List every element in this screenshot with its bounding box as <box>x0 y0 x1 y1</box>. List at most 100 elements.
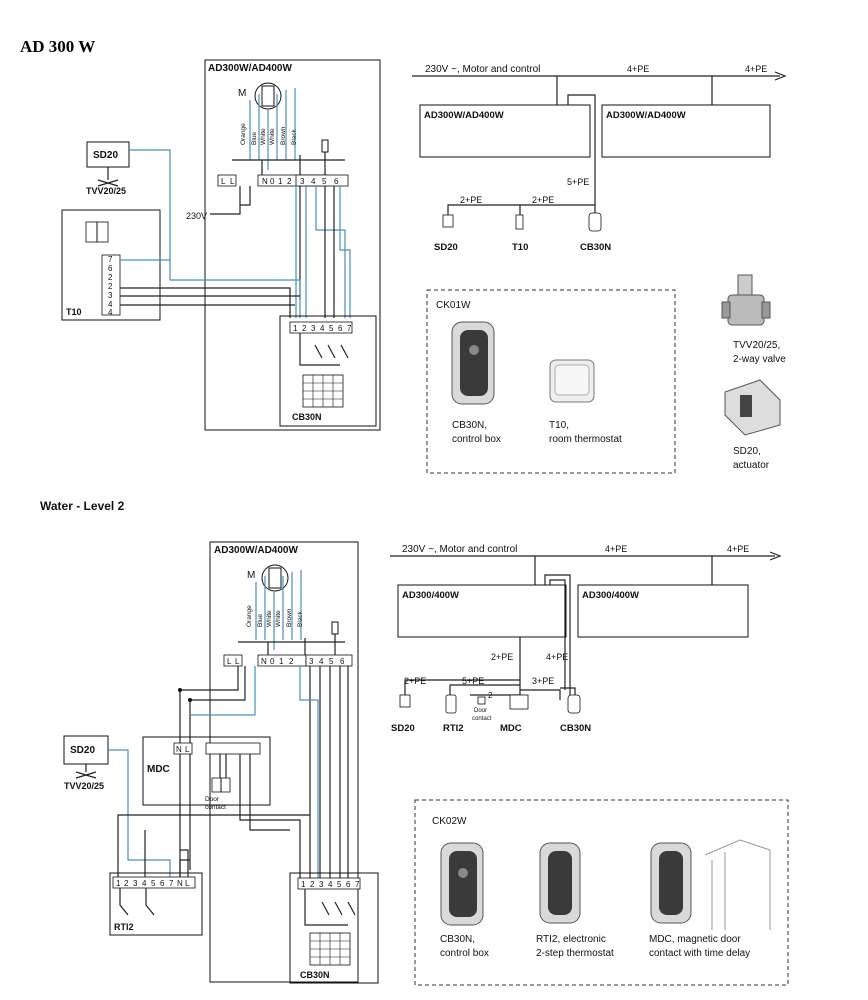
terminal-label: 4 <box>108 308 113 317</box>
level1-tvv-label: TVV20/25 <box>86 186 126 196</box>
kit-item-text: CB30N, <box>440 934 475 945</box>
wiring-sd20-label: SD20 <box>434 242 458 253</box>
wiring-sd20-icon <box>442 214 454 228</box>
wiring-unit-2-label: AD300/400W <box>582 590 639 601</box>
wiring-t10-icon <box>515 214 524 230</box>
terminal-label: 3 <box>311 324 316 333</box>
terminal-label: 1 <box>116 879 121 888</box>
wiring-mdc-icon <box>509 694 529 710</box>
terminal-label: 4 <box>319 657 324 666</box>
terminal-label: 4 <box>311 177 316 186</box>
wiring-link-label: 2+PE <box>532 195 554 205</box>
rti2-device-icon <box>539 842 581 924</box>
page-title: AD 300 W <box>20 37 95 56</box>
wiring-supply-label: 230V ~, Motor and control <box>402 544 517 555</box>
level2-cb30n-label: CB30N <box>300 970 330 980</box>
level2-mdc-label: MDC <box>147 764 170 775</box>
terminal-label: N <box>176 745 182 754</box>
wiring-link-label: 2 <box>488 691 493 700</box>
level1-cb30n-terminals: 1 2 3 4 5 6 7 <box>289 321 353 334</box>
terminal-label: 5 <box>322 177 327 186</box>
mdc-device-icon <box>650 842 692 924</box>
kit-name: CK01W <box>436 300 471 311</box>
terminal-label: L <box>221 177 226 186</box>
terminal-label: 1 <box>278 177 283 186</box>
wire-color-label: Orange <box>246 605 253 627</box>
level2-unit-box-label: AD300W/AD400W <box>214 545 298 556</box>
terminal-label: 2 <box>289 657 294 666</box>
terminal-label: 7 <box>108 255 113 264</box>
terminal-label: 5 <box>329 324 334 333</box>
kit-item-text: T10, <box>549 420 569 431</box>
terminal-label: 3 <box>108 291 113 300</box>
terminal-label: 6 <box>334 177 339 186</box>
terminal-label: 1 <box>293 324 298 333</box>
terminal-label: 2 <box>124 879 129 888</box>
terminal-label: 6 <box>346 880 351 889</box>
wiring-link-label: 3+PE <box>532 676 554 686</box>
wire-color-label: Orange <box>240 123 247 145</box>
sd20-desc: SD20, <box>733 446 761 457</box>
terminal-label: 3 <box>300 177 305 186</box>
terminal-label: 1 <box>279 657 284 666</box>
level1-motor-icon: M <box>238 82 282 110</box>
terminal-label: 6 <box>160 879 165 888</box>
section-title-level2: Water - Level 2 <box>40 499 125 513</box>
terminal-label: 7 <box>347 324 352 333</box>
level1-t10-label: T10 <box>66 307 82 317</box>
wiring-door-icon <box>477 696 486 705</box>
kit-item-text: room thermostat <box>549 434 622 445</box>
wire-color-label: White <box>275 610 282 627</box>
level2-mdc-terminals: N L <box>173 742 261 755</box>
wiring-link-label: 4+PE <box>605 544 627 554</box>
wiring-unit-1-label: AD300W/AD400W <box>424 110 504 121</box>
terminal-label: L <box>185 879 190 888</box>
wiring-unit-1-label: AD300/400W <box>402 590 459 601</box>
level1-schematic: AD300W/AD400W M Orange Blue White White … <box>61 59 381 431</box>
wiring-supply-label: 230V ~, Motor and control <box>425 64 540 75</box>
wiring-link-label: 2+PE <box>491 652 513 662</box>
level2-kit-ck02w: CK02W CB30N, control box RTI2, electroni… <box>414 799 789 986</box>
wiring-sd20-label: SD20 <box>391 723 415 734</box>
terminal-label: 2 <box>287 177 292 186</box>
level2-mdc-box <box>142 736 271 806</box>
terminal-label: 7 <box>169 879 174 888</box>
terminal-label: 3 <box>309 657 314 666</box>
wiring-sd20-icon <box>399 694 411 708</box>
wiring-link-label: 2+PE <box>460 195 482 205</box>
level2-cb30n-terminals: 1 2 3 4 5 6 7 <box>297 877 361 890</box>
terminal-label: 6 <box>108 264 113 273</box>
wiring-door-label: Door <box>474 708 487 714</box>
level2-motor-icon: M <box>247 564 289 592</box>
wire-color-label: Blue <box>251 132 258 145</box>
terminal-label: 6 <box>338 324 343 333</box>
level2-wire-color-labels: Orange Blue White White Brown Black <box>246 605 304 627</box>
terminal-label: 3 <box>319 880 324 889</box>
terminal-label: 1 <box>301 880 306 889</box>
terminal-label: 5 <box>151 879 156 888</box>
tvv-valve-picture <box>721 274 771 326</box>
wire-color-label: Brown <box>280 126 287 145</box>
terminal-label: 0 <box>270 657 275 666</box>
terminal-label: 2 <box>302 324 307 333</box>
terminal-label: 4 <box>142 879 147 888</box>
terminal-label: 2 <box>310 880 315 889</box>
wire-color-label: Brown <box>286 608 293 627</box>
level2-door-contact-label: Door <box>205 796 220 803</box>
level2-motor-label: M <box>247 570 255 581</box>
terminal-label: 2 <box>108 273 113 282</box>
level2-rti2-terminals: 1 2 3 4 5 6 7 N L <box>112 876 196 889</box>
level1-kit-ck01w: CK01W CB30N, control box T10, room therm… <box>426 289 676 474</box>
level1-unit-box <box>204 59 381 431</box>
level2-unit-terminal-strip: L L N 0 1 2 3 4 5 6 <box>223 654 353 667</box>
t10-device-icon <box>549 359 595 403</box>
wiring-unit-1 <box>419 104 591 158</box>
wiring-t10-label: T10 <box>512 242 528 253</box>
level2-wiring-overview: 230V ~, Motor and control 4+PE 4+PE AD30… <box>390 544 782 734</box>
level1-wire-color-labels: Orange Blue White White Brown Black <box>240 123 298 145</box>
terminal-label: 4 <box>320 324 325 333</box>
level2-unit-box <box>209 541 359 983</box>
terminal-label: 0 <box>270 177 275 186</box>
level1-cb30n-label: CB30N <box>292 412 322 422</box>
